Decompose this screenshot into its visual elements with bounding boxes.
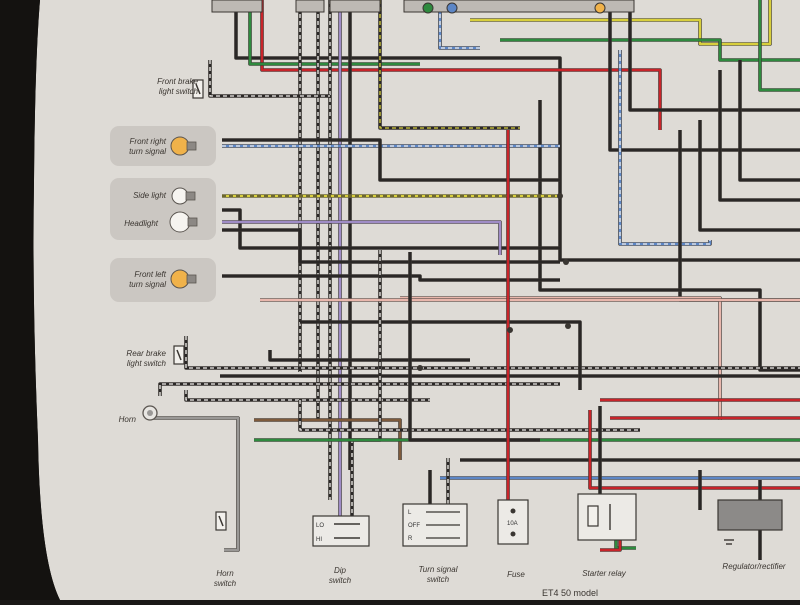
label-front-right-turn-signal: Front right turn signal [108,137,166,157]
dip-switch-lo-mark: LO [316,523,324,529]
label-headlight: Headlight [108,219,158,229]
top-indicator-bulb [423,3,433,13]
label-line: Front right [108,137,166,147]
label-horn-switch: Horn switch [200,569,250,589]
label-line: Dip [315,566,365,576]
label-regulator-rectifier: Regulator/rectifier [708,562,800,572]
label-front-left-turn-signal: Front left turn signal [108,270,166,290]
wire-junction [417,365,423,371]
label-starter-relay: Starter relay [568,569,640,579]
label-line: light switch [100,359,166,369]
fuse-rating-mark: 10A [507,521,518,527]
label-line: Front left [108,270,166,280]
turn-switch-position-mark: OFF [408,523,420,529]
wire-junction [563,259,569,265]
label-line: turn signal [108,147,166,157]
headlamp-housing [110,178,216,240]
label-side-light: Side light [108,191,166,201]
label-line: light switch [110,87,198,97]
label-line: Horn [200,569,250,579]
fuse-terminal [511,532,516,537]
horn-center [147,410,153,416]
wire-junction [565,323,571,329]
front-left-turn-bulb-socket [187,275,196,283]
label-front-brake-switch: Front brake light switch [110,77,198,97]
front-right-turn-bulb-socket [187,142,196,150]
front-left-turn-bulb [171,270,189,288]
wire-junction [557,193,563,199]
regulator-rectifier-box [718,500,782,530]
front-right-turn-bulb [171,137,189,155]
label-line: turn signal [108,280,166,290]
label-line: switch [400,575,476,585]
turn-switch-position-mark: R [408,536,413,542]
label-line: Turn signal [400,565,476,575]
label-rear-brake-switch: Rear brake light switch [100,349,166,369]
headlight-bulb [170,212,190,232]
label-line: Front brake [110,77,198,87]
headlight-bulb-socket [188,218,197,226]
dip-switch-hi-mark: HI [316,537,322,543]
label-turn-signal-switch: Turn signal switch [400,565,476,585]
label-dip-switch: Dip switch [315,566,365,586]
starter-relay-coil [588,506,598,526]
fuse-terminal [511,509,516,514]
starter-relay-box [578,494,636,540]
top-indicator-bulb [595,3,605,13]
label-line: switch [200,579,250,589]
label-line: Rear brake [100,349,166,359]
wire-junction [507,327,513,333]
top-indicator-bulb [447,3,457,13]
label-fuse: Fuse [496,570,536,580]
side-light-bulb-socket [186,192,195,200]
label-line: switch [315,576,365,586]
top-connector-block [296,0,324,12]
top-connector-block [330,0,380,12]
label-model: ET4 50 model [524,588,616,598]
top-connector-block [212,0,262,12]
label-horn: Horn [96,415,136,425]
